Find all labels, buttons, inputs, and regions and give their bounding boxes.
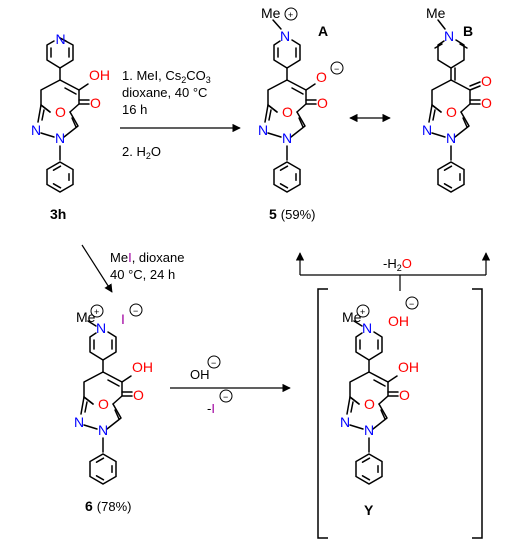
- charge-plus: +: [288, 10, 293, 20]
- condition-text: 2. H: [122, 144, 146, 159]
- yield-6: (78%): [97, 499, 132, 514]
- svg-text:-I: -I: [207, 401, 215, 416]
- atom-o: O: [98, 396, 109, 412]
- atom-hydroxide: OH: [388, 313, 409, 329]
- resonance-label-a: A: [318, 23, 328, 39]
- atom-n: N: [282, 130, 292, 146]
- molecule-6: Me + N I − O OH O N N 6 (78%): [74, 303, 153, 514]
- atom-o: O: [481, 73, 492, 89]
- charge-minus: −: [334, 64, 339, 74]
- atom-o: O: [364, 396, 375, 412]
- compound-label-3h: 3h: [50, 206, 66, 222]
- atom-n: N: [31, 122, 41, 138]
- atom-n: N: [444, 28, 454, 44]
- svg-text:6(78%): 6 (78%): [85, 498, 131, 514]
- atom-o: O: [282, 104, 293, 120]
- condition-text: dioxane, 40 °C: [122, 85, 207, 100]
- atom-n: N: [362, 320, 372, 336]
- molecule-3h: N O OH O N N 3h: [31, 31, 110, 222]
- reaction-arrow-y-to-5: -H2O: [295, 252, 491, 291]
- atom-n: N: [280, 28, 290, 44]
- atom-me: Me: [261, 5, 281, 21]
- reaction-arrow-step1: 1. MeI, Cs2CO3 dioxane, 40 °C 16 h 2. H2…: [120, 68, 241, 161]
- atom-o: O: [133, 387, 144, 403]
- atom-iodide: I: [121, 311, 125, 327]
- atom-n: N: [422, 122, 432, 138]
- atom-o: O: [481, 95, 492, 111]
- molecule-5-resonance-b: Me N O O O N N B: [422, 5, 492, 193]
- bracket-left: [317, 288, 328, 539]
- loss-water-dash: -: [383, 256, 387, 271]
- atom-o: O: [446, 104, 457, 120]
- bracket-right: [472, 288, 483, 539]
- svg-text:-H2O: -H2O: [383, 256, 412, 273]
- atom-me: Me: [426, 5, 446, 21]
- loss-water-h: H: [387, 256, 396, 271]
- condition-text: 40 °C, 24 h: [110, 267, 175, 282]
- compound-label-6: 6: [85, 498, 93, 514]
- condition-text: 16 h: [122, 102, 147, 117]
- svg-text:1. MeI, Cs2CO3: 1. MeI, Cs2CO3: [122, 68, 211, 85]
- reaction-arrow-3h-to-6: MeI, dioxane 40 °C, 24 h: [81, 244, 184, 293]
- atom-o-minus: O: [316, 69, 327, 85]
- atom-n: N: [446, 130, 456, 146]
- charge-plus: +: [94, 307, 99, 317]
- atom-n: N: [364, 422, 374, 438]
- molecule-5-resonance-a: Me + N O O − O N N A 5 (59%): [258, 5, 344, 222]
- reagent-hydroxide: OH: [190, 367, 210, 382]
- atom-me: Me: [342, 309, 362, 325]
- charge-minus: −: [409, 299, 414, 309]
- atom-n: N: [55, 130, 65, 146]
- reaction-arrow-6-to-y: OH − -I −: [170, 355, 291, 416]
- charge-minus: −: [133, 306, 138, 316]
- intermediate-label-y: Y: [364, 502, 374, 518]
- atom-oh: OH: [398, 359, 419, 375]
- atom-me: Me: [76, 309, 96, 325]
- atom-n: N: [340, 414, 350, 430]
- charge-minus: −: [211, 358, 216, 368]
- loss-iodide-dash: -: [207, 401, 211, 416]
- atom-n: N: [74, 414, 84, 430]
- loss-iodide: I: [211, 401, 215, 416]
- svg-text:MeI, dioxane: MeI, dioxane: [110, 250, 184, 265]
- svg-text:2. H2O: 2. H2O: [122, 144, 161, 161]
- condition-text: 1. MeI, Cs: [122, 68, 182, 83]
- atom-n: N: [56, 31, 66, 47]
- atom-o: O: [317, 95, 328, 111]
- atom-oh: OH: [132, 359, 153, 375]
- atom-oh: OH: [89, 67, 110, 83]
- atom-n: N: [258, 122, 268, 138]
- intermediate-y: Me + N OH − O OH O N N Y: [317, 288, 483, 539]
- condition-text: Me: [110, 250, 128, 265]
- charge-plus: +: [360, 307, 365, 317]
- atom-n: N: [96, 320, 106, 336]
- atom-o: O: [55, 104, 66, 120]
- atom-o: O: [399, 387, 410, 403]
- resonance-label-b: B: [463, 23, 473, 39]
- svg-text:5(59%): 5 (59%): [269, 206, 315, 222]
- atom-n: N: [98, 422, 108, 438]
- charge-minus: −: [223, 392, 228, 402]
- compound-label-5: 5: [269, 206, 277, 222]
- yield-5: (59%): [281, 207, 316, 222]
- atom-o: O: [90, 95, 101, 111]
